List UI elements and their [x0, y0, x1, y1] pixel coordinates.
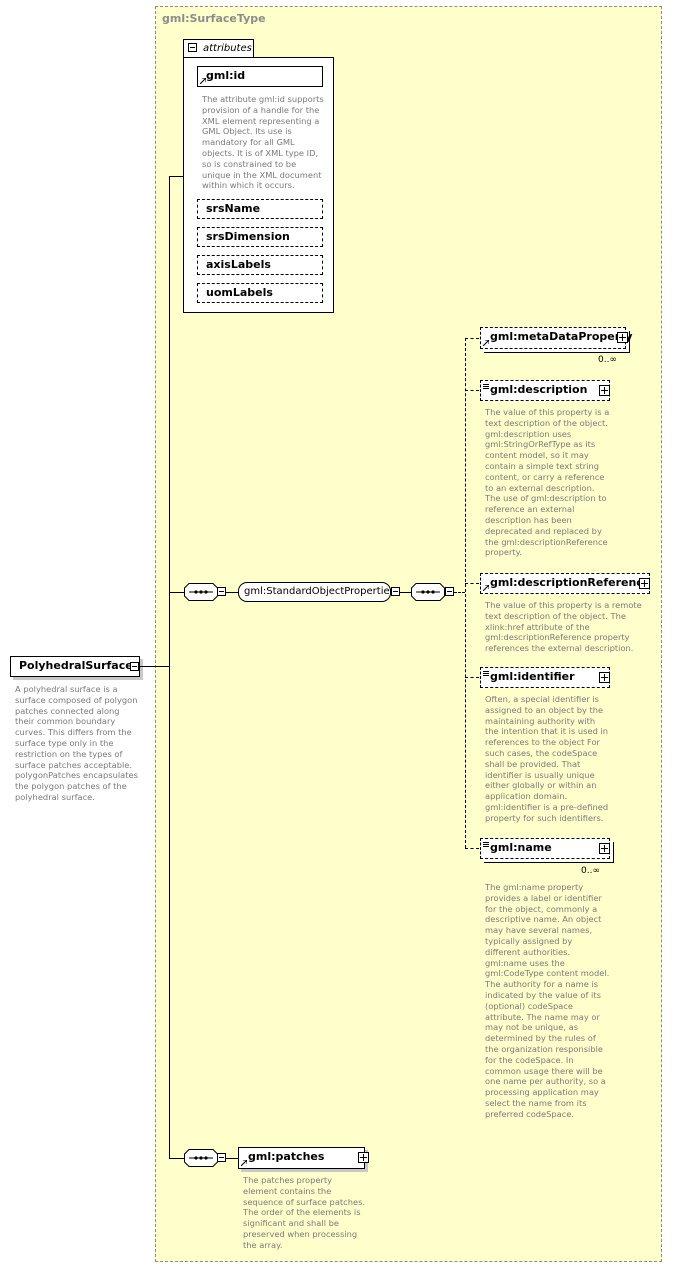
attr-uomlabels-label: uomLabels	[206, 286, 273, 299]
inner-seq-connector	[454, 592, 465, 593]
group-to-seq2-line	[400, 592, 411, 593]
attributes-tab-label: attributes	[203, 43, 252, 54]
description-expand-button[interactable]	[599, 385, 610, 396]
reference-arrow-icon	[241, 1160, 247, 1166]
name-expand-button[interactable]	[599, 843, 610, 854]
element-patches[interactable]: gml:patches	[238, 1147, 365, 1169]
main-trunk-line	[169, 176, 170, 1158]
identifier-documentation: Often, a special identifier is assigned …	[485, 694, 609, 823]
optional-branch-line	[465, 338, 466, 848]
attr-axislabels[interactable]: axisLabels	[197, 255, 323, 275]
element-metadata-property-label: gml:metaDataProperty	[490, 330, 633, 343]
group-name: gml:StandardObjectProperties	[244, 586, 395, 597]
attr-gml-id[interactable]: gml:id	[197, 66, 323, 87]
patches-connector	[226, 1158, 238, 1159]
group-collapse-button[interactable]	[391, 587, 400, 596]
root-element-box[interactable]: PolyhedralSurface	[10, 656, 140, 677]
attr-srsname-label: srsName	[206, 202, 261, 215]
inner-sequence-collapse-button[interactable]	[445, 587, 454, 596]
identifier-expand-button[interactable]	[599, 672, 610, 683]
branch-identifier	[465, 677, 479, 678]
root-element-name: PolyhedralSurface	[19, 659, 133, 672]
reference-arrow-icon	[483, 340, 489, 346]
element-description-label: gml:description	[490, 383, 588, 396]
branch-description-reference	[465, 583, 479, 584]
seq1-connector	[169, 592, 184, 593]
metadata-property-cardinality: 0..∞	[598, 355, 617, 365]
branch-name	[465, 848, 479, 849]
element-description-reference-label: gml:descriptionReference	[490, 576, 651, 589]
attr-axislabels-label: axisLabels	[206, 258, 271, 271]
sequence-compositor-icon	[184, 583, 218, 601]
branch-description	[465, 390, 479, 391]
element-description-reference[interactable]: gml:descriptionReference	[480, 573, 650, 594]
seq1-to-group-line	[226, 592, 238, 593]
attr-gml-id-documentation: The attribute gml:id supports provision …	[202, 94, 324, 191]
patches-sequence-collapse-button[interactable]	[217, 1153, 226, 1162]
lines-icon	[483, 384, 489, 390]
attributes-collapse-button[interactable]	[188, 43, 197, 52]
attr-srsname[interactable]: srsName	[197, 199, 323, 219]
name-cardinality: 0..∞	[581, 866, 600, 876]
element-name[interactable]: gml:name	[480, 838, 610, 859]
description-reference-documentation: The value of this property is a remote t…	[485, 600, 642, 654]
description-reference-expand-button[interactable]	[639, 578, 650, 589]
name-documentation: The gml:name property provides a label o…	[485, 882, 610, 1119]
inner-sequence-compositor-icon	[411, 583, 445, 601]
element-patches-label: gml:patches	[248, 1150, 325, 1163]
metadata-property-expand-button[interactable]	[617, 332, 628, 343]
branch-metadata	[465, 338, 479, 339]
reference-arrow-icon	[200, 78, 206, 84]
attr-connector	[169, 176, 183, 177]
seq-patches-connector	[169, 1158, 184, 1159]
attributes-tab[interactable]: attributes	[183, 39, 254, 57]
reference-arrow-icon	[483, 585, 489, 591]
lines-icon	[483, 671, 489, 677]
lines-icon	[483, 842, 489, 848]
patches-sequence-compositor-icon	[184, 1149, 218, 1167]
element-identifier[interactable]: gml:identifier	[480, 667, 610, 688]
root-documentation: A polyhedral surface is a surface compos…	[15, 684, 138, 802]
attr-gml-id-label: gml:id	[206, 69, 246, 82]
attr-srsdimension[interactable]: srsDimension	[197, 227, 323, 247]
patches-expand-button[interactable]	[358, 1152, 369, 1163]
attr-srsdimension-label: srsDimension	[206, 230, 290, 243]
type-title: gml:SurfaceType	[162, 12, 266, 25]
element-description[interactable]: gml:description	[480, 380, 610, 401]
attr-uomlabels[interactable]: uomLabels	[197, 283, 323, 303]
group-standard-object-properties[interactable]: gml:StandardObjectProperties	[238, 582, 395, 602]
sequence-collapse-button[interactable]	[217, 587, 226, 596]
description-documentation: The value of this property is a text des…	[485, 407, 610, 558]
patches-documentation: The patches property element contains th…	[243, 1175, 366, 1250]
root-connector	[139, 666, 169, 667]
root-collapse-button[interactable]	[130, 662, 139, 671]
element-metadata-property[interactable]: gml:metaDataProperty	[480, 327, 633, 349]
element-identifier-label: gml:identifier	[490, 670, 575, 683]
element-name-label: gml:name	[490, 841, 552, 854]
